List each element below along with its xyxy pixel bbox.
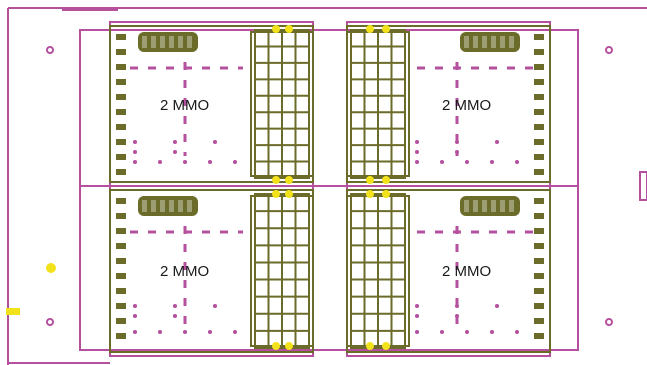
via-dots (133, 140, 237, 164)
via-dots (415, 304, 519, 334)
chip-cluster (138, 32, 198, 52)
pin-column (534, 198, 544, 339)
panel-label: 2 MMO (160, 97, 209, 114)
panel-label: 2 MMO (442, 97, 491, 114)
pin-column (116, 198, 126, 339)
module-panel-bl: 2 MMO (109, 189, 314, 353)
chip-cluster (460, 32, 520, 52)
connector-grid (346, 193, 410, 349)
panel-label: 2 MMO (442, 263, 491, 280)
module-panel-br: 2 MMO (346, 189, 551, 353)
via-dots (133, 304, 237, 334)
connector-grid (346, 29, 410, 179)
pin-column (116, 34, 126, 175)
module-panel-tl: 2 MMO (109, 25, 314, 183)
module-panel-tr: 2 MMO (346, 25, 551, 183)
via-dots (415, 140, 519, 164)
connector-grid (250, 193, 314, 349)
side-markers (6, 263, 56, 315)
alignment-markers (272, 25, 390, 350)
trace-lines (130, 62, 243, 156)
sheet-frame (7, 7, 647, 365)
chip-cluster (138, 196, 198, 216)
trace-lines (417, 226, 540, 326)
pin-column (534, 34, 544, 175)
panel-label: 2 MMO (160, 263, 209, 280)
mounting-holes (46, 46, 613, 326)
trace-lines (130, 226, 243, 326)
chip-cluster (460, 196, 520, 216)
connector-grid (250, 29, 314, 179)
